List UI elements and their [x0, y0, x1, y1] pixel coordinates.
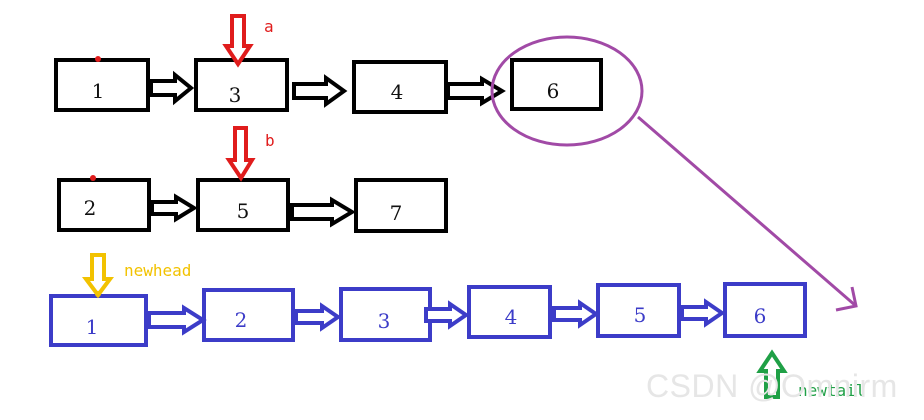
list-b-node-3-label: 7: [390, 201, 403, 225]
node-marker-dot: [95, 56, 101, 62]
newhead-pointer-arrow: [82, 253, 114, 299]
merged-node-4: [467, 285, 552, 339]
merged-node-1: [49, 294, 148, 347]
newtail-label: newtail: [798, 381, 865, 400]
list-a-node-1: [54, 58, 150, 112]
merged-node-6-label: 6: [754, 304, 767, 328]
list-a-arrow-2: [292, 74, 348, 108]
merged-arrow-2: [294, 302, 342, 332]
newhead-label: newhead: [124, 261, 191, 280]
list-b-arrow-1: [150, 193, 198, 223]
highlight-ellipse: [490, 35, 644, 147]
list-a-node-4: [510, 58, 603, 111]
list-b-node-2: [196, 178, 290, 232]
list-b: [57, 178, 448, 233]
list-b-node-1: [57, 178, 151, 232]
merged-node-2-label: 2: [235, 308, 248, 332]
merged-arrow-1: [147, 304, 207, 336]
highlight-callout-line: [637, 115, 857, 308]
pointer-b-label: b: [265, 131, 275, 150]
list-b-node-3: [354, 178, 448, 233]
list-a-node-2-label: 3: [229, 83, 242, 107]
merged-node-2: [202, 288, 295, 342]
list-a-node-4-label: 6: [547, 79, 560, 103]
pointer-b-arrow: [225, 126, 256, 182]
merged-arrow-3: [424, 300, 470, 330]
node-marker-dot: [90, 175, 96, 181]
list-a-arrow-1: [149, 70, 195, 106]
pointer-a-arrow: [222, 14, 254, 68]
newtail-pointer-arrow: [756, 349, 788, 399]
csdn-watermark: CSDN @Omnirm: [646, 368, 898, 404]
list-b-arrow-2: [290, 196, 356, 228]
merged-node-4-label: 4: [505, 305, 518, 329]
list-b-node-2-label: 5: [237, 199, 250, 223]
list-b-node-1-label: 2: [84, 196, 97, 220]
merged-node-5-label: 5: [634, 303, 647, 327]
pointer-a-label: a: [264, 17, 274, 36]
list-a-node-3-label: 4: [391, 80, 404, 104]
merged-node-3-label: 3: [378, 309, 391, 333]
merged-node-6: [723, 282, 807, 338]
merged-node-5: [596, 283, 681, 338]
highlight-callout-arrowhead: [835, 286, 858, 312]
merged-arrow-4: [552, 299, 600, 329]
list-a-node-2: [194, 58, 289, 112]
newhead-pointer-dot: [95, 291, 101, 297]
merged-node-1-label: 1: [86, 315, 99, 339]
merged-arrow-5: [680, 298, 726, 328]
list-a-node-1-label: 1: [92, 79, 105, 103]
